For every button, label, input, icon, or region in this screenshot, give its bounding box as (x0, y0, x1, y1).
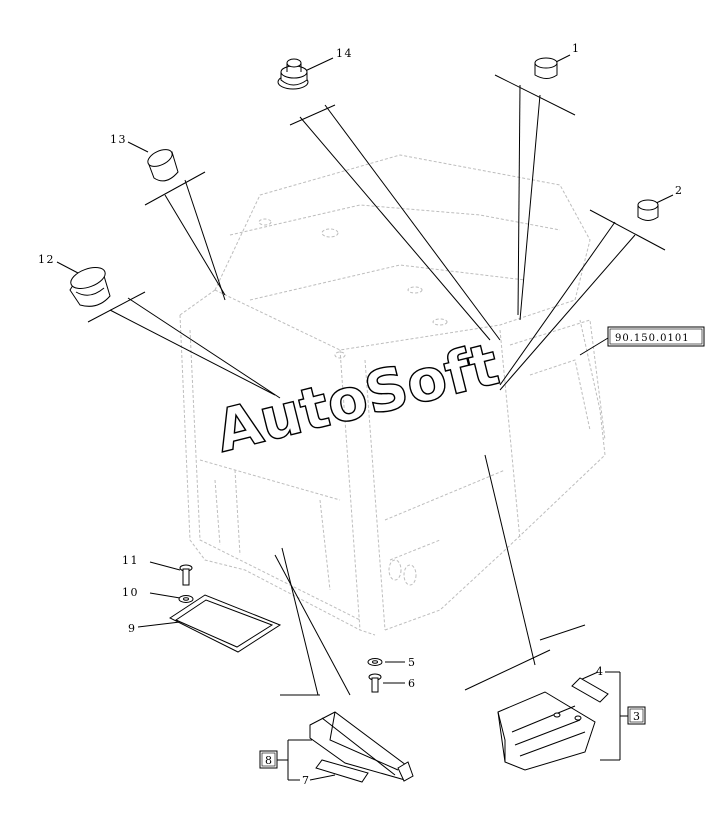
callout-6: 6 (408, 677, 417, 690)
part-1-plug (534, 57, 558, 79)
svg-text:3: 3 (633, 710, 642, 723)
svg-text:8: 8 (265, 754, 274, 767)
part-2-plug (637, 199, 659, 221)
callout-12: 12 (38, 253, 55, 266)
part-4-strip (571, 677, 609, 703)
reference-code: 90.150.0101 (615, 333, 690, 344)
part-8-duct (309, 711, 414, 782)
part-3-duct (497, 691, 596, 771)
callout-9: 9 (128, 622, 137, 635)
part-14-grommet (277, 58, 309, 90)
callout-2: 2 (675, 184, 684, 197)
watermark: AutoSoft (209, 330, 505, 466)
part-6-screw (368, 673, 382, 693)
boxed-callout-3: 3 (627, 706, 646, 725)
callout-11: 11 (122, 554, 139, 567)
part-9-plate (168, 594, 282, 653)
leader-lines (56, 54, 674, 781)
part-11-bolt (179, 564, 193, 586)
callout-7: 7 (302, 774, 311, 787)
boxed-callout-8: 8 (259, 750, 278, 769)
part-13-cap (147, 149, 179, 182)
part-12-cap (69, 267, 111, 307)
cab-ghost-outline (179, 154, 606, 636)
part-7-strip (315, 759, 369, 783)
callout-14: 14 (336, 47, 353, 60)
callout-labels: 14 1 2 13 12 11 10 9 5 6 7 4 (38, 42, 684, 787)
callout-1: 1 (572, 42, 581, 55)
reference-box: 90.150.0101 (607, 326, 705, 347)
callout-10: 10 (122, 586, 139, 599)
callout-4: 4 (596, 665, 605, 678)
part-5-washer (367, 658, 383, 666)
callout-13: 13 (110, 133, 127, 146)
callout-5: 5 (408, 656, 417, 669)
part-10-washer (178, 595, 194, 603)
